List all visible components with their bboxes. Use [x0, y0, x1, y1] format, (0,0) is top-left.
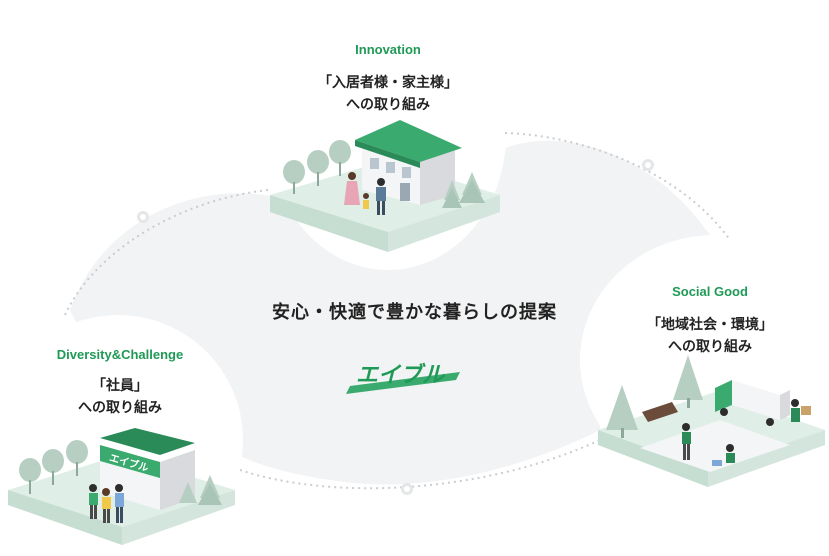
innovation-line2: への取り組み	[346, 97, 430, 113]
social-title: Social Good	[672, 284, 748, 299]
social-line1: 「地域社会・環境」	[647, 317, 773, 333]
innovation-title: Innovation	[355, 42, 421, 57]
loop-node-dot-inner	[140, 214, 146, 220]
innovation-line1: 「入居者様・家主様」	[318, 75, 458, 91]
diversity-line2: への取り組み	[78, 400, 162, 416]
loop-node-dot-inner	[645, 162, 651, 168]
store-sign-board	[100, 445, 160, 478]
able-logo: エイブル	[346, 362, 460, 394]
diversity-line1: 「社員」	[92, 378, 148, 394]
able-logo-text: エイブル	[356, 362, 445, 388]
loop-node-dot-inner	[404, 486, 410, 492]
social-illustration	[598, 355, 825, 487]
social-line2: への取り組み	[668, 339, 752, 355]
diversity-title: Diversity&Challenge	[56, 347, 184, 362]
innovation-illustration	[270, 120, 500, 252]
center-title: 安心・快適で豊かな暮らしの提案	[272, 302, 557, 323]
diversity-illustration: エイブル	[8, 428, 235, 545]
